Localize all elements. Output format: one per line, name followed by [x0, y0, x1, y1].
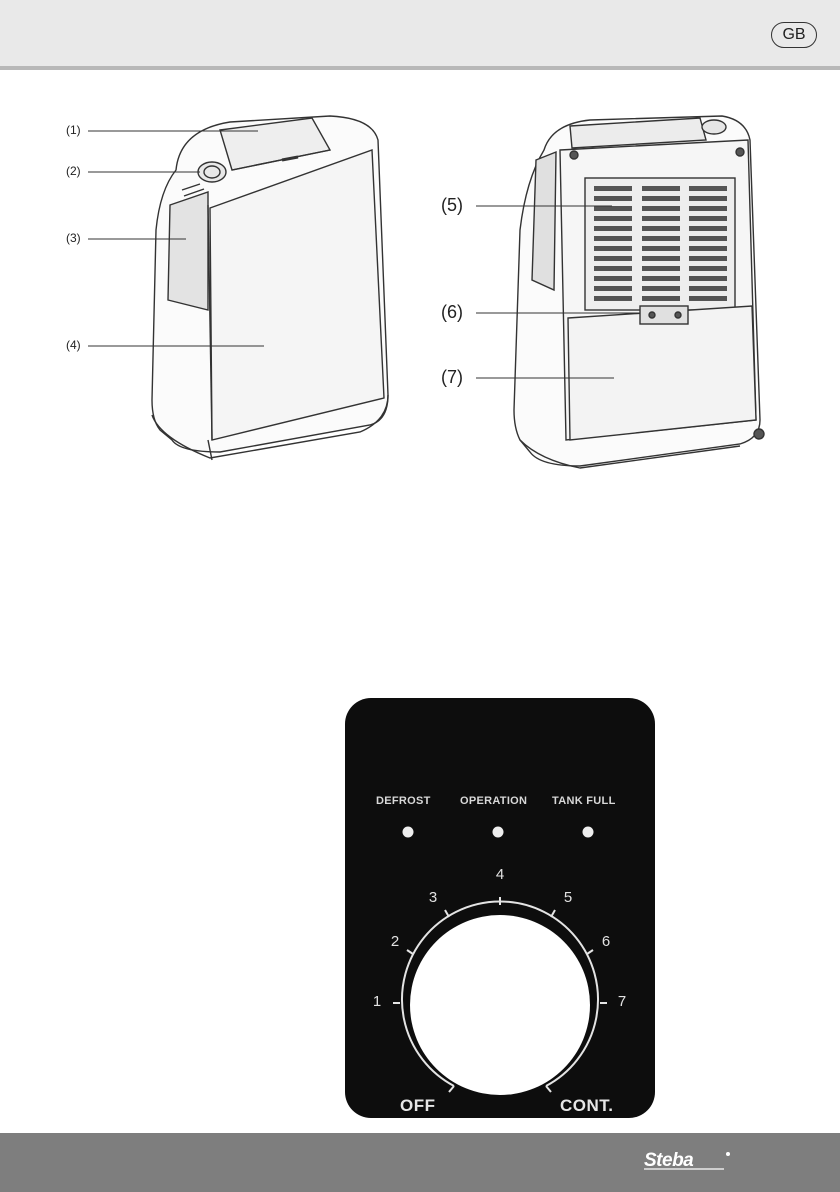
front-view — [152, 116, 388, 460]
dial-position-1: 1 — [367, 993, 387, 1010]
operation-led — [493, 827, 504, 838]
dial-knob — [410, 915, 590, 1095]
brand-wordmark: Steba — [644, 1150, 694, 1171]
tank-full-led — [583, 827, 594, 838]
control-panel — [345, 698, 655, 1118]
dial-graphic — [345, 698, 655, 1118]
label-5: (5) — [441, 195, 463, 216]
label-2: (2) — [66, 164, 81, 178]
label-6: (6) — [441, 302, 463, 323]
dial-off-label: OFF — [400, 1096, 436, 1116]
dial-position-4: 4 — [490, 866, 510, 883]
label-1: (1) — [66, 123, 81, 137]
back-view — [514, 116, 764, 468]
steba-logo: Steba — [636, 1146, 736, 1176]
dial-position-6: 6 — [596, 933, 616, 950]
defrost-label: DEFROST — [376, 795, 431, 807]
language-badge: GB — [771, 22, 817, 48]
defrost-led — [403, 827, 414, 838]
dial-cont-label: CONT. — [560, 1096, 614, 1116]
label-7: (7) — [441, 367, 463, 388]
tank-full-label: TANK FULL — [552, 795, 616, 807]
label-4: (4) — [66, 338, 81, 352]
dial-position-2: 2 — [385, 933, 405, 950]
dial-position-5: 5 — [558, 889, 578, 906]
label-3: (3) — [66, 231, 81, 245]
page-header — [0, 0, 840, 66]
dehumidifier-illustration — [0, 70, 840, 490]
dial-position-3: 3 — [423, 889, 443, 906]
operation-label: OPERATION — [460, 795, 527, 807]
dial-position-7: 7 — [612, 993, 632, 1010]
